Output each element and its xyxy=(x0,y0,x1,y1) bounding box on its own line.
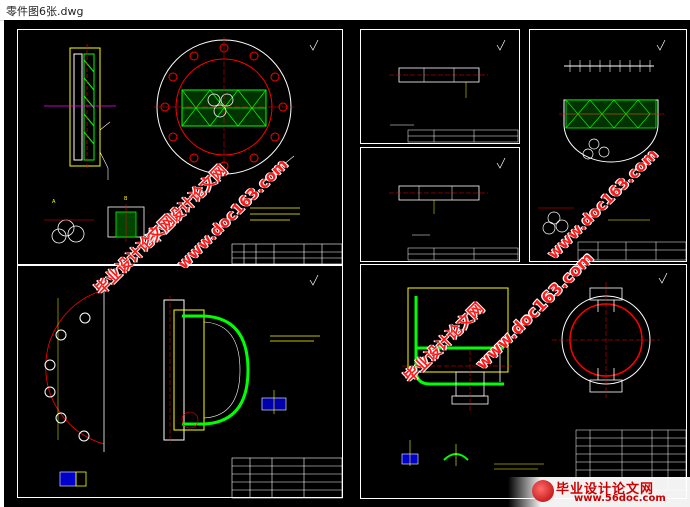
sheet-mid-top xyxy=(360,29,520,144)
sheet1-title-block xyxy=(231,243,343,265)
sheet5-title-block xyxy=(577,241,687,261)
cad-drawing: A B xyxy=(44,37,687,499)
sheet-mid-bottom xyxy=(360,147,520,262)
sheet6-details xyxy=(401,440,544,470)
shaft-drawing-1 xyxy=(389,67,488,126)
svg-text:B: B xyxy=(124,196,128,202)
sheet-top-left xyxy=(17,29,343,265)
sheet2-title-block xyxy=(231,457,343,499)
window-titlebar: 零件图6张.dwg xyxy=(0,0,690,21)
tee-end-view xyxy=(552,282,660,398)
sheet3-title-block xyxy=(407,129,519,143)
svg-text:A: A xyxy=(52,199,56,205)
distributor-detail xyxy=(538,207,650,235)
site-logo-banner[interactable]: 毕业设计论文网 www.56doc.com xyxy=(508,477,690,507)
roughness-symbols xyxy=(309,39,668,286)
site-logo-url: www.56doc.com xyxy=(574,493,666,504)
head-section-view xyxy=(163,296,250,444)
head-bolt-arc xyxy=(44,282,105,452)
site-logo-name: 毕业设计论文网 xyxy=(556,482,655,497)
window-title: 零件图6张.dwg xyxy=(6,5,84,18)
sheet-bottom-left xyxy=(17,265,343,498)
flange-side-view xyxy=(44,44,116,180)
drawing-canvas[interactable]: A B xyxy=(4,20,690,507)
tee-section-view xyxy=(402,287,512,412)
sheet1-notes xyxy=(250,207,300,221)
site-logo-icon xyxy=(532,480,554,502)
distributor-plate-view xyxy=(559,99,664,163)
flange-plan-view xyxy=(154,37,295,177)
sheet2-details xyxy=(59,335,320,487)
flange-detail-views: A B xyxy=(44,196,145,244)
sheet4-title-block xyxy=(407,247,519,261)
sheet-top-right xyxy=(529,29,687,262)
distributor-top-strip xyxy=(564,60,654,72)
shaft-drawing-2 xyxy=(389,185,488,236)
